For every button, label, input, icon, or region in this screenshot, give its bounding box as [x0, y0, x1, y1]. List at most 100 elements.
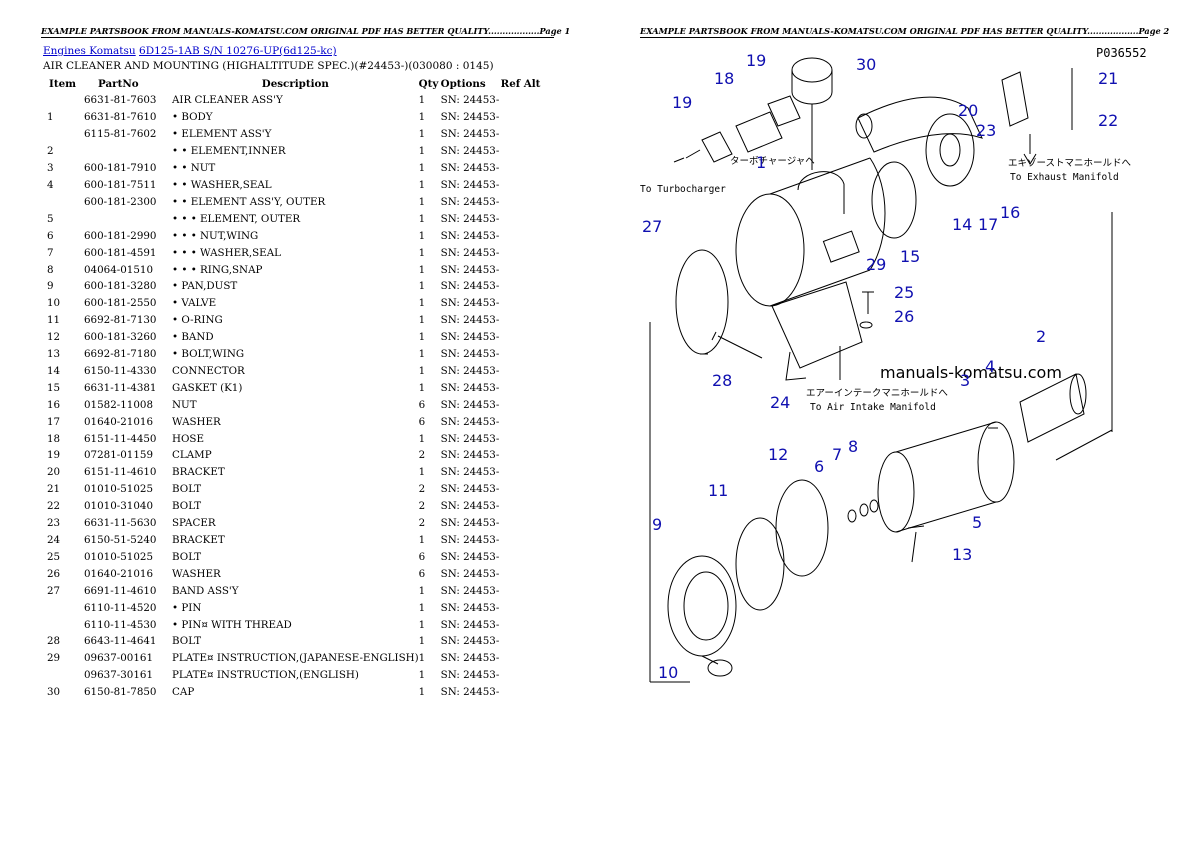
callout-1: 1	[756, 153, 766, 172]
cell-qty: 1	[418, 229, 426, 242]
cell-options: SN: 24453-	[440, 162, 500, 175]
cell-refalt	[501, 312, 541, 329]
cell-refalt	[501, 379, 541, 396]
cell-description: PLATE¤ INSTRUCTION,(JAPANESE-ENGLISH)	[172, 652, 419, 665]
cell-description: • • WASHER,SEAL	[172, 178, 272, 191]
bolt-part	[711, 331, 763, 359]
cell-refalt	[501, 227, 541, 244]
cell-qty: 1	[418, 111, 426, 124]
callout-26: 26	[894, 307, 914, 326]
cell-partno: 600-181-7910	[84, 162, 157, 175]
cell-refalt	[501, 582, 541, 599]
nut-washer-set	[847, 499, 879, 523]
cell-partno: 600-181-7511	[84, 178, 157, 191]
cell-item: 18	[47, 432, 61, 445]
cell-partno: 6692-81-7130	[84, 314, 157, 327]
outer-element	[877, 421, 1015, 533]
callout-15: 15	[900, 247, 920, 266]
cell-description: SPACER	[172, 517, 216, 530]
cell-options: SN: 24453-	[440, 534, 500, 547]
cell-description: • BAND	[172, 331, 214, 344]
cell-options: SN: 24453-	[440, 449, 500, 462]
callout-24: 24	[770, 393, 790, 412]
cell-description: • • • NUT,WING	[172, 229, 259, 242]
cell-partno: 09637-30161	[84, 669, 153, 682]
cell-options: SN: 24453-	[440, 432, 500, 445]
cell-description: CAP	[172, 686, 195, 699]
cell-options: SN: 24453-	[440, 263, 500, 276]
cell-partno: 01010-51025	[84, 550, 153, 563]
cell-qty: 1	[418, 94, 426, 107]
cell-description: GASKET (K1)	[172, 381, 243, 394]
cell-refalt	[501, 447, 541, 464]
cell-qty: 1	[418, 635, 426, 648]
cell-refalt	[501, 515, 541, 532]
cell-description: • PIN	[172, 601, 202, 614]
cell-qty: 1	[418, 432, 426, 445]
cell-options: SN: 24453-	[440, 195, 500, 208]
col-header-qty: Qty	[418, 78, 439, 90]
breadcrumb-link-model[interactable]: 6D125-1AB S/N 10276-UP(6d125-kc)	[139, 45, 337, 57]
cell-refalt	[501, 92, 541, 109]
cell-refalt	[501, 565, 541, 582]
callout-25: 25	[894, 283, 914, 302]
col-header-description: Description	[261, 78, 329, 90]
col-header-partno: PartNo	[98, 78, 139, 90]
callout-9: 9	[652, 515, 662, 534]
cell-item: 24	[47, 534, 61, 547]
cell-partno: 6691-11-4610	[84, 584, 157, 597]
cell-item	[43, 599, 84, 616]
col-header-item: Item	[49, 78, 77, 90]
dust-pan	[667, 555, 737, 677]
cell-partno: 04064-01510	[84, 263, 153, 276]
cell-description: • • ELEMENT ASS'Y, OUTER	[172, 195, 326, 208]
cell-item: 26	[47, 567, 61, 580]
cell-qty: 1	[418, 128, 426, 141]
cell-partno: 6150-81-7850	[84, 686, 157, 699]
cell-options: SN: 24453-	[440, 669, 500, 682]
cell-description: • • • ELEMENT, OUTER	[172, 212, 301, 225]
cell-item: 22	[47, 500, 61, 513]
cell-options: SN: 24453-	[440, 178, 500, 191]
cell-item: 13	[47, 348, 61, 361]
cell-description: • VALVE	[172, 297, 217, 310]
turbo-label: To Turbocharger	[640, 184, 726, 195]
cell-qty: 1	[418, 584, 426, 597]
cell-qty: 6	[418, 550, 426, 563]
cell-qty: 2	[418, 517, 426, 530]
intake-label: To Air Intake Manifold	[810, 402, 936, 413]
cell-refalt	[501, 481, 541, 498]
cell-partno	[84, 210, 172, 227]
cell-options: SN: 24453-	[440, 517, 500, 530]
hose-assembly	[673, 95, 801, 163]
cell-description: • • • RING,SNAP	[172, 263, 263, 276]
cell-qty: 1	[418, 466, 426, 479]
callout-8: 8	[848, 437, 858, 456]
cell-description: BOLT	[172, 500, 202, 513]
intake-label-jp: エアーインテークマニホールドへ	[806, 388, 948, 399]
cell-refalt	[501, 244, 541, 261]
cell-item	[43, 616, 84, 633]
cell-options: SN: 24453-	[440, 212, 500, 225]
breadcrumb-link-engines[interactable]: Engines Komatsu	[43, 45, 136, 57]
cell-qty: 1	[418, 331, 426, 344]
cell-item	[43, 193, 84, 210]
cell-item: 23	[47, 517, 61, 530]
callout-14: 14	[952, 215, 972, 234]
callout-28: 28	[712, 371, 732, 390]
cell-qty: 1	[418, 686, 426, 699]
cell-refalt	[501, 413, 541, 430]
